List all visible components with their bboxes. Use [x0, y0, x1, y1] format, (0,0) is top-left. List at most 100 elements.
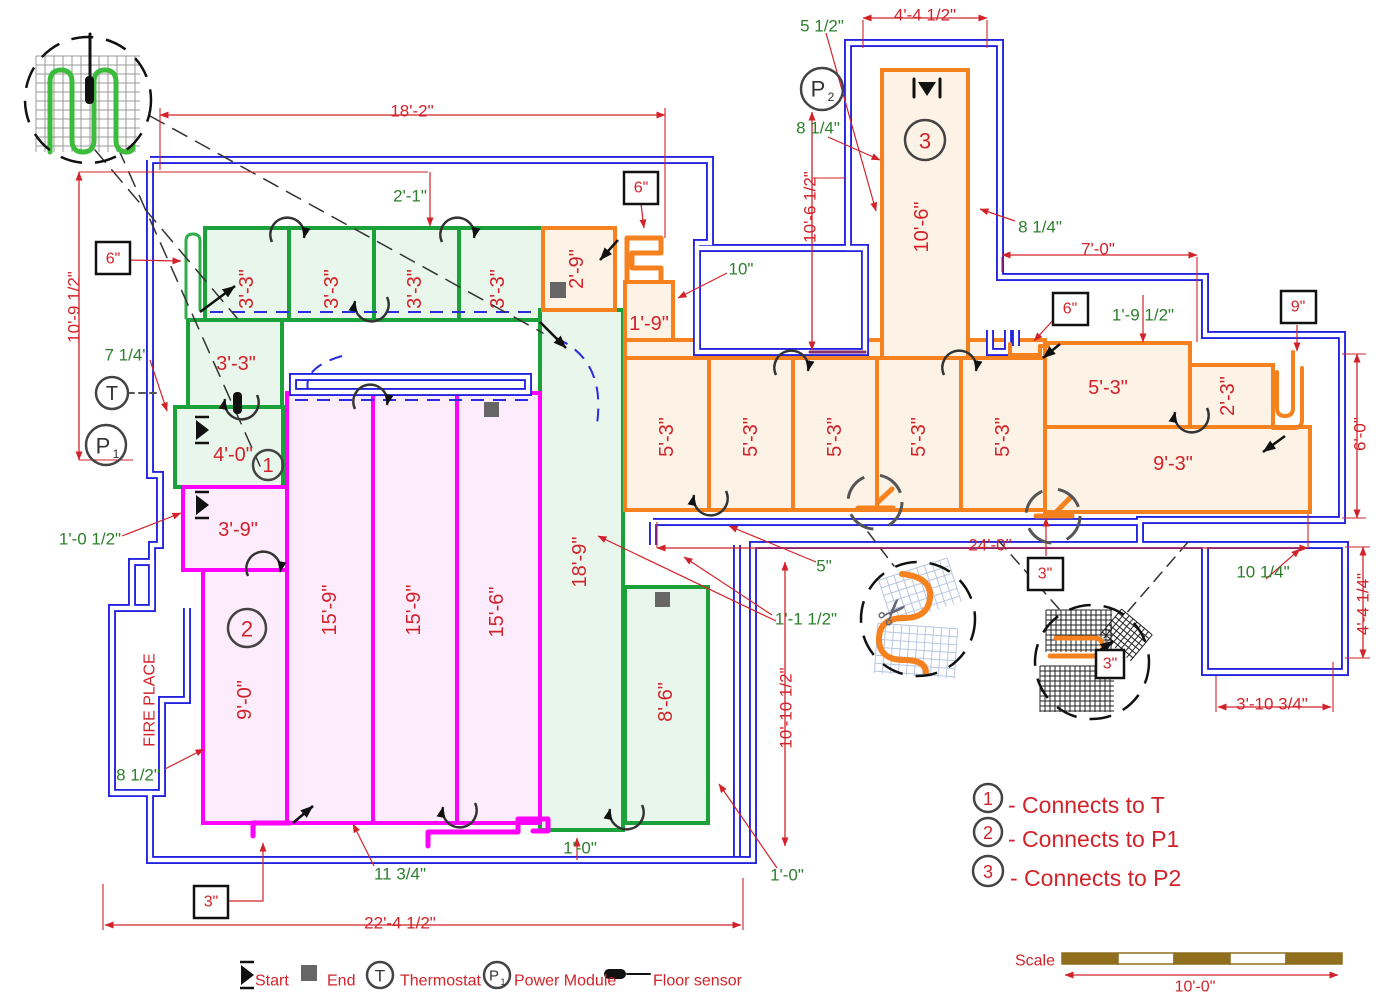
label: Floor sensor: [653, 973, 743, 990]
detail-circle: [859, 560, 977, 678]
label: 1: [113, 447, 120, 461]
zone-g: [372, 226, 461, 322]
label: FIRE PLACE: [142, 653, 159, 746]
label: 11 3/4": [374, 865, 426, 884]
start-marker-icon: [240, 960, 254, 990]
label: 6'-0": [1351, 417, 1370, 451]
label: 4'-4 1/4": [1354, 573, 1373, 635]
label: 9'-3": [1153, 453, 1193, 475]
start-marker-icon: [195, 415, 209, 445]
cable-turn-arrow: [269, 216, 311, 243]
direction-arrow: [292, 805, 314, 824]
cable-path: [876, 571, 934, 676]
label: 1'-1 1/2": [775, 610, 837, 629]
label: Power Module: [514, 973, 616, 990]
label: 15'-9": [403, 585, 425, 636]
cable-turn-arrow: [352, 383, 394, 410]
turn-arrows: [218, 216, 1210, 831]
cable-turn-arrow: [1168, 407, 1210, 434]
label: - Connects to T: [1008, 792, 1165, 818]
cable-turn-arrow: [218, 394, 260, 421]
label: 3: [919, 129, 931, 154]
zone-o: [707, 356, 795, 512]
cable-turn-arrow: [439, 216, 481, 243]
leader-line: [597, 535, 777, 622]
floor-sensor-icon: [604, 969, 626, 979]
label: P: [811, 77, 826, 102]
scale-bar-segment: [1229, 952, 1287, 965]
leader-line: [228, 842, 267, 902]
zone-g: [623, 585, 710, 825]
label: 6": [106, 251, 121, 268]
label: - Connects to P2: [1010, 865, 1181, 891]
cable-path: [1008, 342, 1050, 357]
label: 10'-6 1/2": [801, 171, 820, 243]
leader-line: [126, 257, 182, 265]
leader-line: [352, 823, 375, 867]
label: 3'-3": [321, 269, 343, 309]
direction-arrow: [599, 239, 619, 261]
label: 10'-0": [1175, 979, 1216, 996]
zone-o: [623, 356, 711, 512]
cable-turn-arrow: [603, 804, 645, 831]
leader-line: [979, 208, 1016, 222]
label: 2'-3": [1217, 376, 1239, 416]
heating-zones: [173, 68, 1312, 832]
dim-box: [1026, 556, 1065, 592]
walls: [108, 39, 1349, 864]
end-markers: [301, 282, 670, 981]
label: 8 1/4": [1018, 218, 1062, 237]
scale-bar-segment: [1285, 952, 1343, 965]
wall-outline: [289, 373, 532, 396]
label: 2: [828, 90, 835, 104]
label: 5'-3": [740, 417, 762, 457]
label: 2: [983, 823, 993, 843]
zone-g: [538, 308, 625, 832]
label: 5 1/2": [800, 17, 844, 36]
direction-arrow: [1262, 434, 1286, 454]
wall-cavity: [290, 374, 531, 395]
leader-line: [825, 32, 878, 212]
cable-path: [1123, 541, 1189, 617]
leader-line: [149, 359, 168, 412]
label: P: [96, 434, 111, 459]
label: 1'-0 1/2": [59, 530, 121, 549]
leader-lines: [121, 32, 1301, 902]
cable-turn-arrow: [687, 490, 729, 517]
zone-o: [791, 356, 879, 512]
symbol-circle: [972, 782, 1004, 814]
label: End: [327, 973, 355, 990]
zone-p: [201, 568, 289, 825]
symbol-circle: [94, 375, 130, 411]
label: 3'-3": [236, 269, 258, 309]
direction-arrows: [199, 239, 1286, 824]
zone-g: [287, 226, 376, 322]
symbol-circle: [251, 448, 285, 482]
label: 8 1/2": [116, 766, 160, 785]
label: 5'-3": [1088, 377, 1128, 399]
wall-cavity: [109, 160, 1140, 863]
start-marker-icon: [195, 490, 209, 520]
symbol-circles: [23, 35, 1151, 990]
floor-sensor-icon: [233, 392, 242, 414]
leader-line: [683, 556, 773, 616]
symbol-circle: [365, 960, 395, 990]
leader-line: [827, 136, 881, 161]
label: 24'-0": [968, 536, 1011, 555]
label: Thermostat: [400, 973, 481, 990]
markers: [85, 76, 936, 979]
label: 3'-10 3/4": [1236, 695, 1308, 714]
cable-turn-arrow: [773, 349, 815, 376]
label: T: [106, 383, 118, 405]
cable-path: [47, 67, 136, 155]
label: 9": [1291, 299, 1306, 316]
scale-bar-segment: [1061, 952, 1119, 965]
label: Start: [255, 973, 289, 990]
leader-line: [639, 203, 647, 229]
label: 7'-0": [1081, 240, 1115, 259]
dim-box: [1051, 291, 1090, 327]
start-triangle-icon: [918, 82, 936, 96]
mesh-grid: [873, 622, 959, 679]
wall-cavity: [987, 330, 1011, 355]
